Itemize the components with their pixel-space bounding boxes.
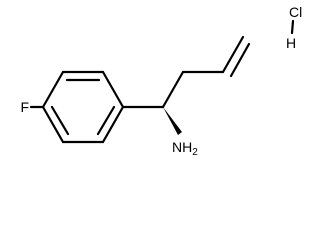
amine-label: NH2 (172, 139, 198, 158)
stereo-wedge-bond (163, 107, 182, 135)
ring-bond (41, 105, 65, 144)
fluorine-label: F (20, 99, 29, 115)
h-cl-bond (290, 19, 295, 35)
chemical-structure-diagram: F NH2 Cl H (20, 4, 302, 158)
hydrogen-label: H (286, 35, 296, 51)
ring-bond (101, 105, 125, 144)
ring-double-bond (96, 105, 116, 136)
vinyl-double-bond (229, 42, 251, 78)
vinyl-bond (221, 35, 245, 74)
benzene-ring (41, 70, 125, 144)
chain-bond (161, 70, 185, 109)
chlorine-label: Cl (289, 4, 302, 20)
ring-double-bond (50, 105, 70, 136)
ring-bond (101, 70, 125, 109)
ring-bond (41, 70, 65, 109)
